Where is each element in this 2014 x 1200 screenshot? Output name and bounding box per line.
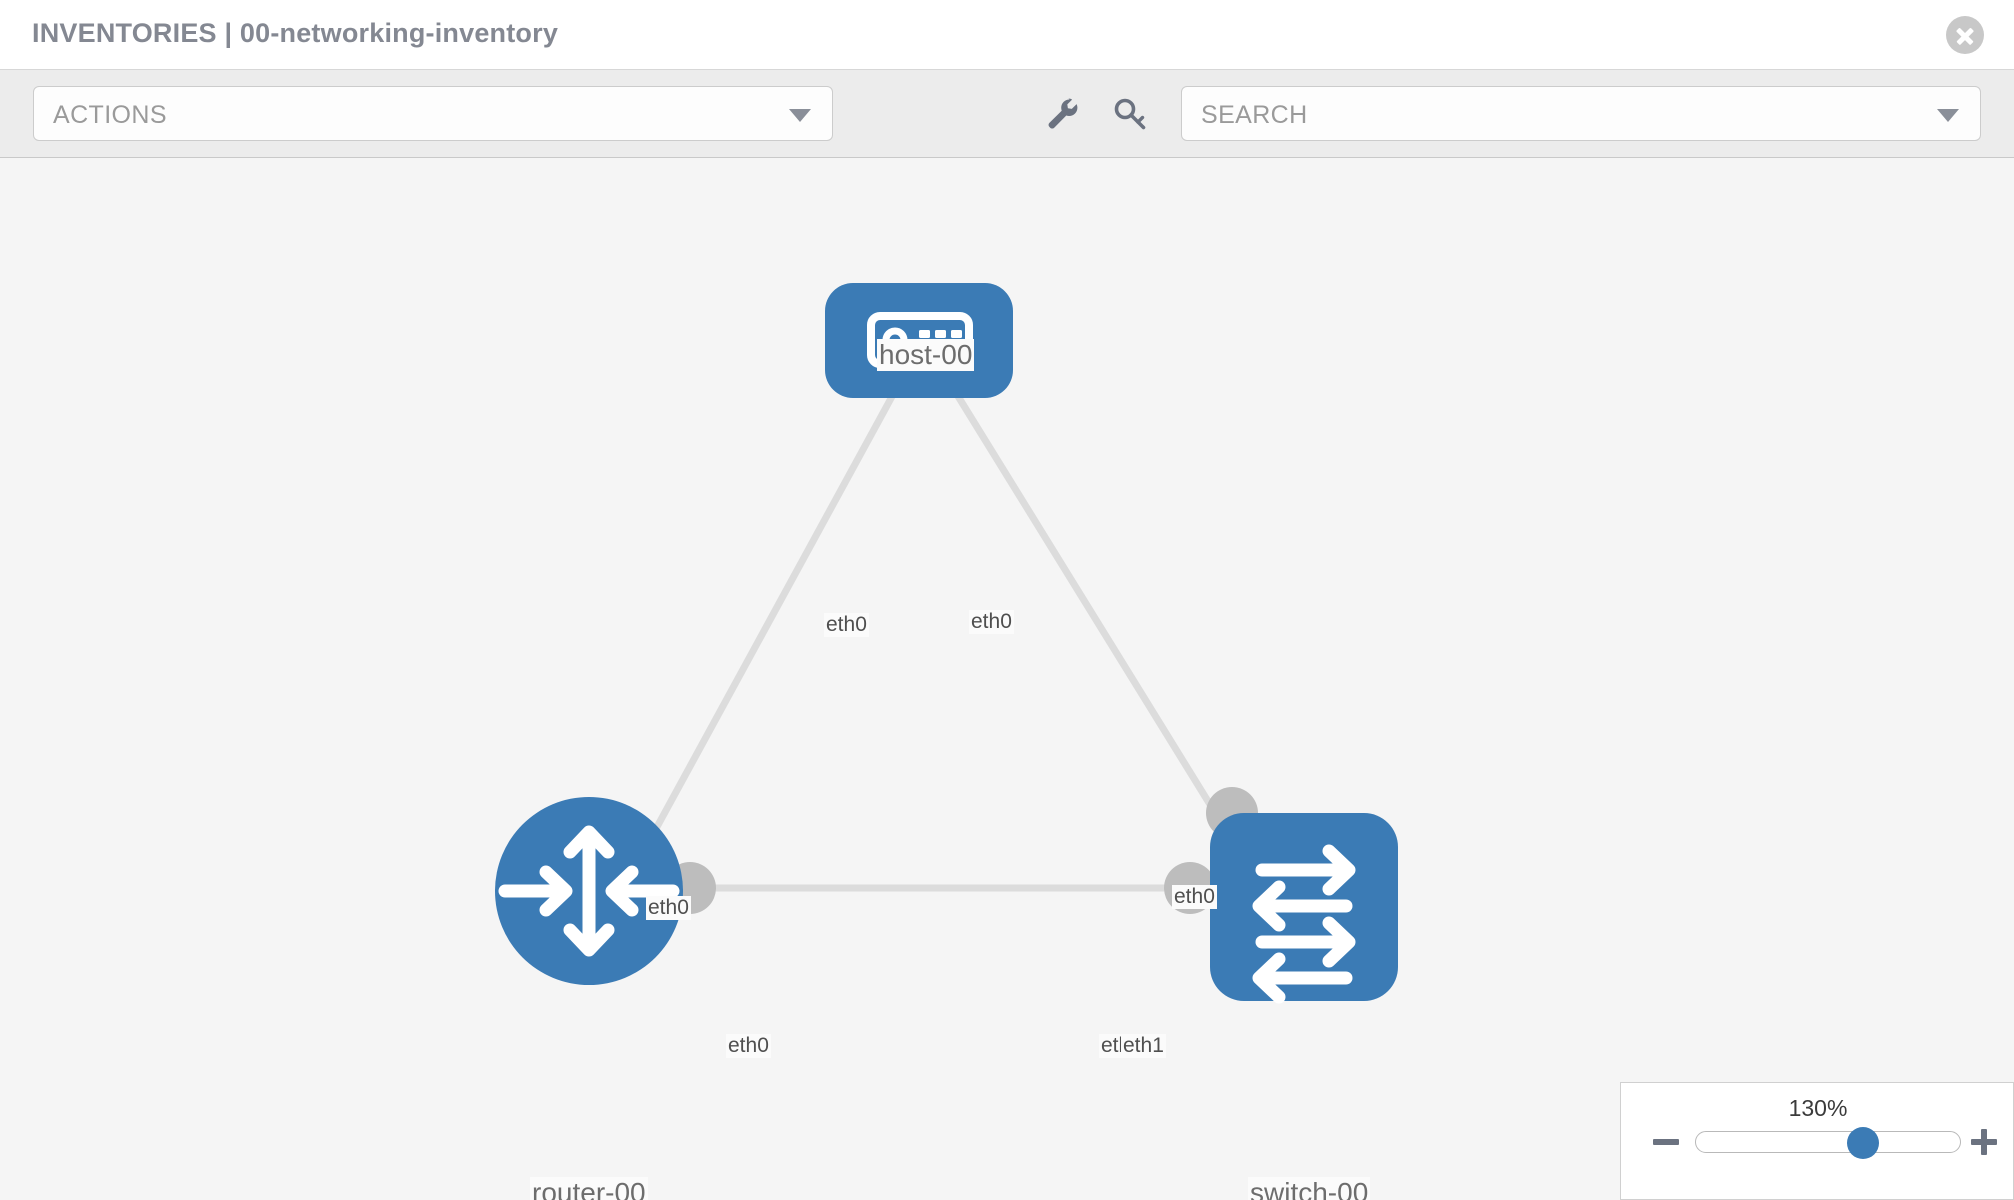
zoom-control-panel: 130% — [1620, 1082, 2014, 1200]
link-host00-router00 — [636, 378, 905, 860]
node-router-00[interactable] — [495, 797, 683, 985]
link-endpoints — [664, 327, 1258, 914]
search-input[interactable]: SEARCH — [1181, 86, 1981, 141]
page-header: INVENTORIES | 00-networking-inventory — [0, 0, 2014, 70]
iface-label-host00-left: eth0 — [824, 613, 869, 637]
key-icon[interactable] — [1112, 96, 1148, 132]
node-switch-00[interactable] — [1210, 813, 1398, 1004]
switch-arrows-icon — [1252, 844, 1356, 1004]
toolbar: ACTIONS SEARCH — [0, 70, 2014, 158]
node-label-switch-00: switch-00 — [1248, 1177, 1371, 1200]
search-placeholder: SEARCH — [1201, 101, 1308, 129]
iface-label-router00-up: eth0 — [646, 896, 691, 920]
iface-label-switch00-left: eth1 — [1121, 1034, 1166, 1058]
zoom-in-button[interactable] — [1969, 1127, 1999, 1157]
actions-dropdown-label: ACTIONS — [53, 101, 167, 129]
zoom-out-button[interactable] — [1651, 1127, 1681, 1157]
node-label-router-00: router-00 — [530, 1177, 648, 1200]
chevron-down-icon — [789, 109, 811, 122]
close-icon[interactable] — [1946, 16, 1984, 54]
iface-label-host00-right: eth0 — [969, 610, 1014, 634]
zoom-slider-track[interactable] — [1695, 1131, 1961, 1153]
zoom-slider-thumb[interactable] — [1847, 1127, 1879, 1159]
node-label-host-00: host-00 — [877, 339, 975, 371]
router-four-arrows-icon — [498, 825, 680, 957]
chevron-down-icon[interactable] — [1937, 109, 1959, 122]
iface-label-router00-right: eth0 — [726, 1034, 771, 1058]
topology-graph[interactable] — [0, 158, 2014, 1200]
iface-label-switch00-up: eth0 — [1172, 885, 1217, 909]
zoom-level-value: 130% — [1788, 1095, 1848, 1121]
actions-dropdown[interactable]: ACTIONS — [33, 86, 833, 141]
link-host00-switch00 — [945, 378, 1246, 860]
topology-canvas[interactable]: host-00 router-00 switch-00 eth0 eth0 et… — [0, 158, 2014, 1200]
page-title: INVENTORIES | 00-networking-inventory — [32, 18, 559, 48]
wrench-icon[interactable] — [1045, 96, 1081, 132]
